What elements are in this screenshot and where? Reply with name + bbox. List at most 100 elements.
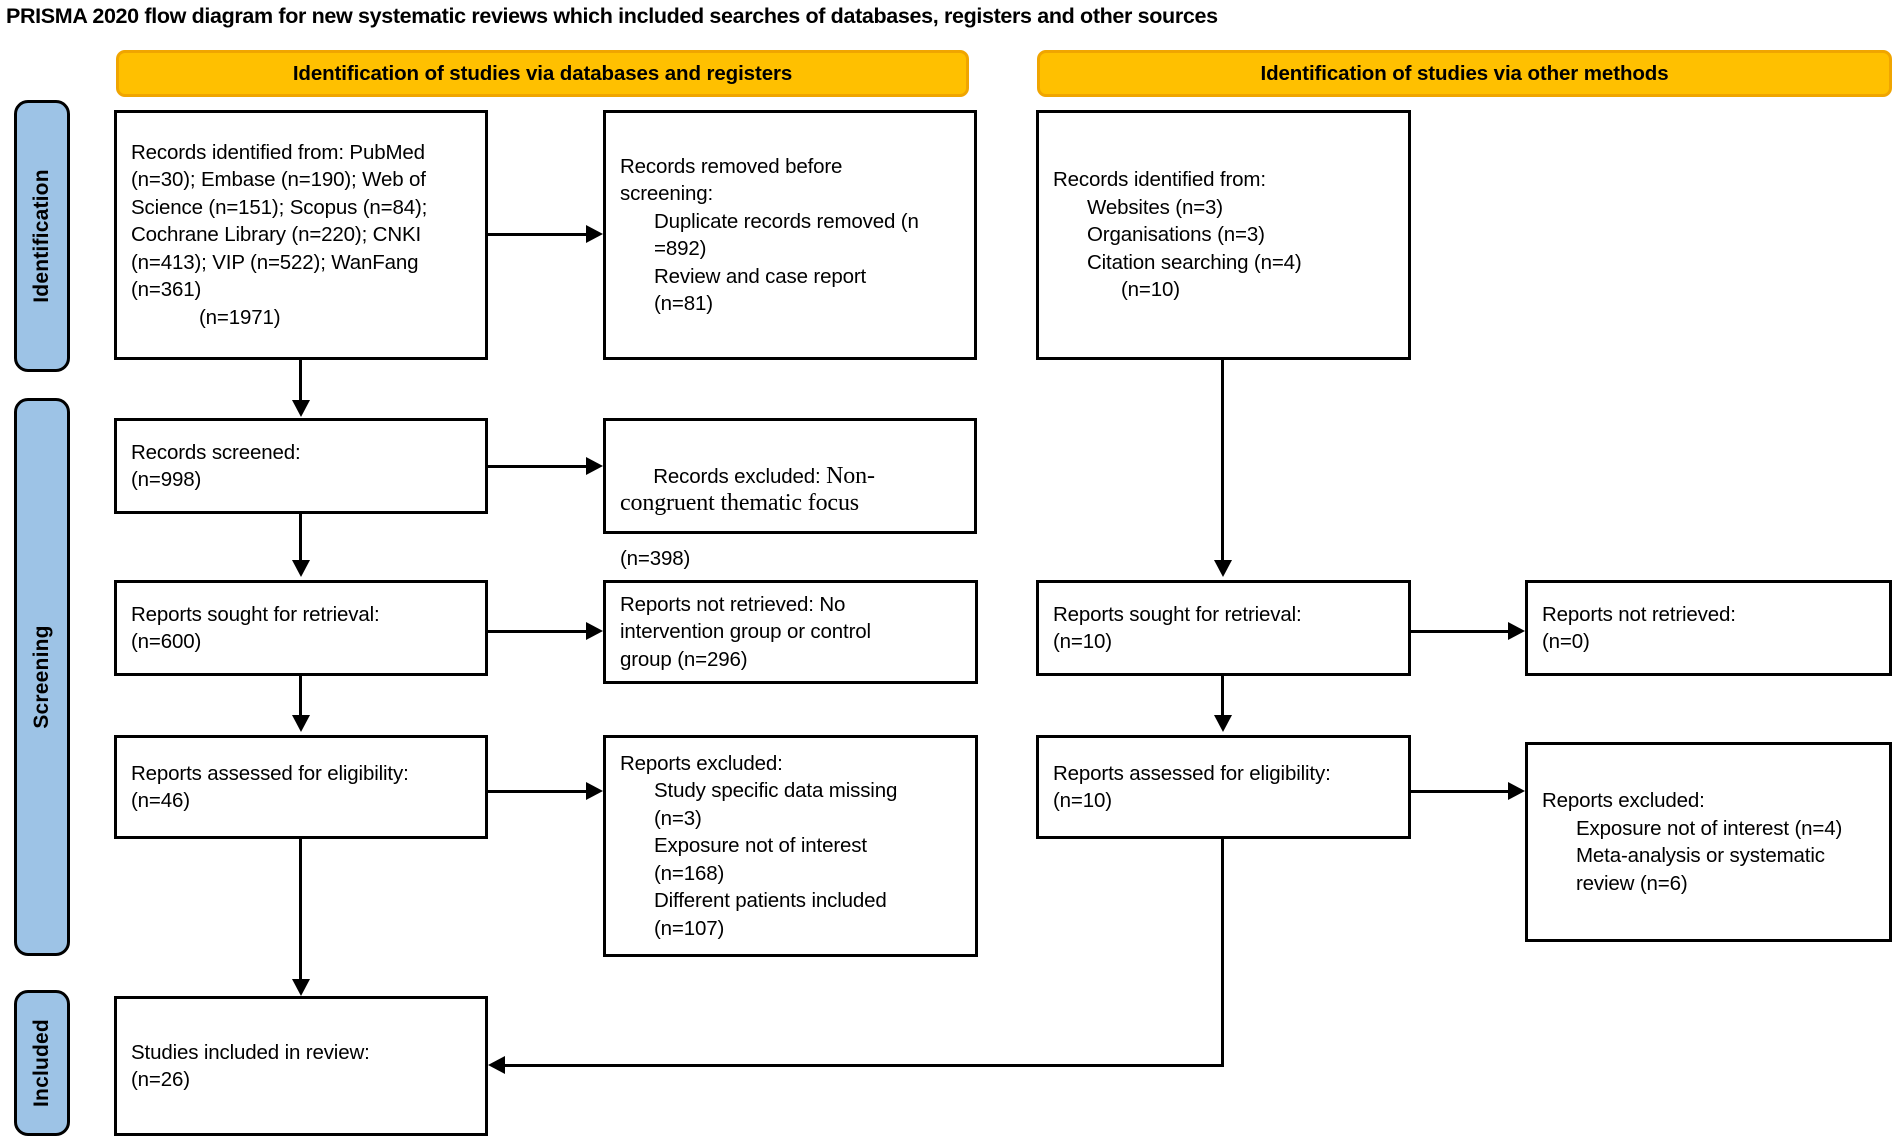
text-reason-serif: Non-congruent thematic focus — [620, 462, 875, 517]
text-line: Cochrane Library (n=220); CNKI — [131, 223, 422, 247]
text-prefix: Records excluded: — [653, 464, 827, 488]
text-line: Reports not retrieved: No — [620, 592, 846, 616]
text-line: Records screened: — [131, 440, 301, 464]
arrowhead-assessed-to-included — [292, 979, 310, 996]
connector-screened-to-excluded — [488, 465, 586, 468]
text-line-total: (n=1971) — [199, 305, 281, 329]
text-line: Reports not retrieved: — [1542, 602, 1736, 626]
box-records-removed-before-screening: Records removed before screening: Duplic… — [603, 110, 977, 360]
text-line: group (n=296) — [620, 647, 748, 671]
page-title: PRISMA 2020 flow diagram for new systema… — [6, 4, 1218, 28]
box-reports-not-retrieved: Reports not retrieved: No intervention g… — [603, 580, 978, 684]
text-item: Citation searching (n=4) — [1087, 250, 1302, 274]
connector-identified-to-screened — [299, 360, 302, 400]
connector-sought-to-not-retrieved — [488, 630, 586, 633]
text-line: screening: — [620, 182, 714, 205]
box-other-reports-excluded: Reports excluded: Exposure not of intere… — [1525, 742, 1892, 942]
text-line: Reports sought for retrieval: — [131, 602, 380, 626]
text-line: Reports sought for retrieval: — [1053, 602, 1302, 626]
stage-label-included: Included — [30, 1019, 53, 1107]
text-line: (n=26) — [131, 1068, 190, 1091]
text-line: (n=600) — [131, 630, 202, 653]
section-header-label-databases: Identification of studies via databases … — [292, 61, 793, 85]
text-line: Science (n=151); Scopus (n=84); — [131, 195, 428, 219]
text-line: (n=10) — [1053, 630, 1112, 653]
arrowhead-identified-to-removed — [586, 225, 603, 243]
text-line: Records removed before — [620, 154, 843, 178]
text-header: Records identified from: — [1053, 168, 1266, 192]
connector-other-sought-to-assessed — [1221, 676, 1224, 715]
text-line: Reports assessed for eligibility: — [1053, 761, 1331, 785]
section-header-other-methods: Identification of studies via other meth… — [1037, 50, 1892, 97]
connector-other-identified-to-sought — [1221, 360, 1224, 560]
connector-other-sought-to-not-retrieved — [1411, 630, 1508, 633]
connector-assessed-to-included — [299, 839, 302, 979]
text-line: (n=46) — [131, 789, 190, 812]
text-item: review (n=6) — [1576, 871, 1688, 895]
box-other-reports-sought: Reports sought for retrieval: (n=10) — [1036, 580, 1411, 676]
box-records-screened: Records screened: (n=998) — [114, 418, 488, 514]
text-line: (n=413); VIP (n=522); WanFang — [131, 250, 419, 274]
box-reports-excluded: Reports excluded: Study specific data mi… — [603, 735, 978, 957]
stage-label-screening: Screening — [30, 625, 53, 729]
text-item: Exposure not of interest (n=4) — [1576, 816, 1843, 840]
section-header-label-other: Identification of studies via other meth… — [1260, 61, 1669, 85]
connector-screened-to-sought — [299, 514, 302, 560]
stage-bar-identification: Identification — [14, 100, 70, 372]
arrowhead-other-identified-to-sought — [1214, 560, 1232, 577]
text-item: Exposure not of interest — [654, 834, 867, 858]
text-line: (n=361) — [131, 278, 202, 302]
box-records-excluded: Records excluded: Non-congruent thematic… — [603, 418, 977, 570]
text-item: Different patients included — [654, 889, 887, 913]
arrowhead-other-sought-to-assessed — [1214, 715, 1232, 732]
box-reports-sought-for-retrieval: Reports sought for retrieval: (n=600) — [114, 580, 488, 676]
arrowhead-other-assessed-to-excluded — [1508, 782, 1525, 800]
text-item: Study specific data missing — [654, 779, 898, 803]
text-item: Websites (n=3) — [1087, 195, 1223, 219]
arrowhead-assessed-to-excluded — [586, 782, 603, 800]
connector-other-assessed-to-excluded — [1411, 790, 1508, 793]
arrowhead-identified-to-screened — [292, 400, 310, 417]
text-line: Studies included in review: — [131, 1040, 370, 1064]
box-other-reports-assessed: Reports assessed for eligibility: (n=10) — [1036, 735, 1411, 839]
connector-other-assessed-to-included — [505, 1064, 1224, 1067]
text-header: Reports excluded: — [620, 751, 783, 775]
stage-bar-included: Included — [14, 990, 70, 1136]
box-other-reports-not-retrieved: Reports not retrieved: (n=0) — [1525, 580, 1892, 676]
connector-assessed-to-excluded — [488, 790, 586, 793]
text-line: Records identified from: PubMed — [131, 140, 425, 164]
connector-sought-to-assessed — [299, 676, 302, 715]
text-records-excluded-reason: Records excluded: Non-congruent thematic… — [620, 435, 962, 545]
text-item: (n=168) — [654, 861, 725, 885]
text-line-total: (n=10) — [1121, 278, 1180, 302]
box-records-identified-other: Records identified from: Websites (n=3) … — [1036, 110, 1411, 360]
box-records-identified-databases: Records identified from: PubMed (n=30); … — [114, 110, 488, 360]
stage-label-identification: Identification — [30, 169, 53, 303]
text-item: =892) — [654, 237, 707, 260]
text-line: (n=0) — [1542, 630, 1590, 653]
text-item: (n=81) — [654, 292, 713, 315]
text-line: (n=998) — [131, 468, 202, 491]
text-item: (n=3) — [654, 806, 702, 830]
text-item: (n=107) — [654, 916, 725, 940]
arrowhead-screened-to-sought — [292, 560, 310, 577]
text-item: Meta-analysis or systematic — [1576, 844, 1825, 867]
arrowhead-screened-to-excluded — [586, 457, 603, 475]
connector-identified-to-removed — [488, 233, 586, 236]
text-line: Reports assessed for eligibility: — [131, 761, 409, 785]
text-item: Duplicate records removed (n — [654, 209, 919, 233]
connector-other-assessed-down — [1221, 839, 1224, 1067]
stage-bar-screening: Screening — [14, 398, 70, 956]
arrowhead-other-sought-to-not-retrieved — [1508, 622, 1525, 640]
text-line: intervention group or control — [620, 620, 871, 644]
arrowhead-other-assessed-to-included — [488, 1056, 505, 1074]
box-studies-included-in-review: Studies included in review: (n=26) — [114, 996, 488, 1136]
section-header-databases-registers: Identification of studies via databases … — [116, 50, 969, 97]
text-line: (n=10) — [1053, 789, 1112, 812]
arrowhead-sought-to-assessed — [292, 715, 310, 732]
text-header: Reports excluded: — [1542, 789, 1705, 812]
text-line: (n=30); Embase (n=190); Web of — [131, 168, 426, 192]
text-count: (n=398) — [620, 547, 691, 570]
box-reports-assessed-for-eligibility: Reports assessed for eligibility: (n=46) — [114, 735, 488, 839]
